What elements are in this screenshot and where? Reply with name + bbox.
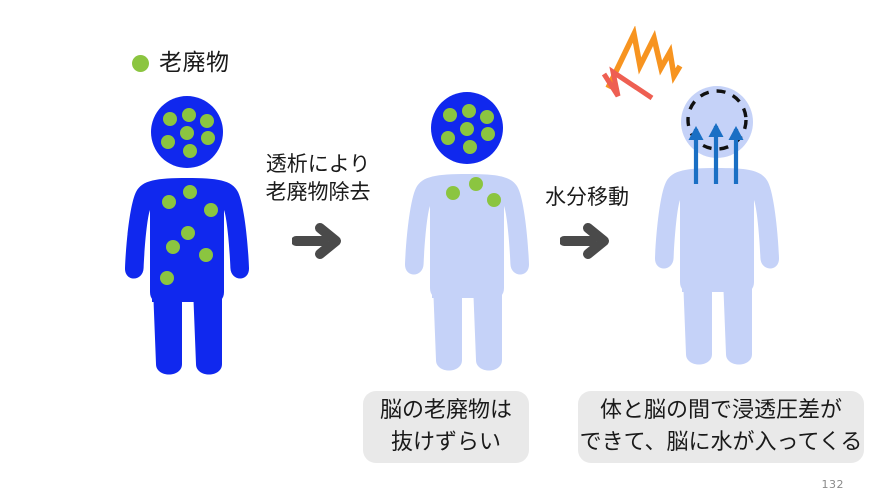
legend-label: 老廃物 bbox=[159, 50, 230, 76]
figure-before-dialysis bbox=[112, 92, 262, 382]
figure-after-dialysis bbox=[392, 88, 542, 378]
brain-dashed-outline-icon bbox=[686, 89, 748, 151]
head-blue bbox=[431, 92, 503, 164]
person-silhouette-blue bbox=[124, 96, 250, 375]
step-water-shift-label: 水分移動 bbox=[528, 183, 646, 211]
figure-brain-edema bbox=[642, 82, 792, 372]
page-number: 132 bbox=[821, 478, 844, 491]
arrow-right-icon-water bbox=[559, 218, 612, 268]
arrow-right-icon-dialysis bbox=[291, 218, 344, 268]
step-water-shift-line-1: 水分移動 bbox=[545, 185, 629, 209]
note-brain-waste: 脳の老廃物は 抜けずらい bbox=[363, 391, 529, 463]
step-dialysis-label: 透析により 老廃物除去 bbox=[258, 150, 378, 207]
note-brain-waste-line-1: 脳の老廃物は bbox=[379, 398, 512, 424]
step-dialysis-line-2: 老廃物除去 bbox=[265, 180, 371, 205]
lightning-bolt-red-icon bbox=[600, 62, 660, 122]
note-osmotic-gradient-line-1: 体と脳の間で浸透圧差が bbox=[599, 398, 842, 424]
legend: 老廃物 bbox=[132, 52, 230, 75]
step-dialysis-line-1: 透析により bbox=[265, 152, 371, 176]
water-inflow-arrows bbox=[688, 123, 744, 184]
person-silhouette-light bbox=[404, 174, 530, 371]
note-osmotic-gradient-line-2: できて、脳に水が入ってくる bbox=[579, 430, 863, 455]
note-brain-waste-line-2: 抜けずらい bbox=[390, 430, 501, 455]
lightning-bolt-orange-icon bbox=[604, 25, 686, 98]
green-dot-icon bbox=[132, 55, 149, 72]
note-osmotic-gradient: 体と脳の間で浸透圧差が できて、脳に水が入ってくる bbox=[578, 391, 864, 463]
